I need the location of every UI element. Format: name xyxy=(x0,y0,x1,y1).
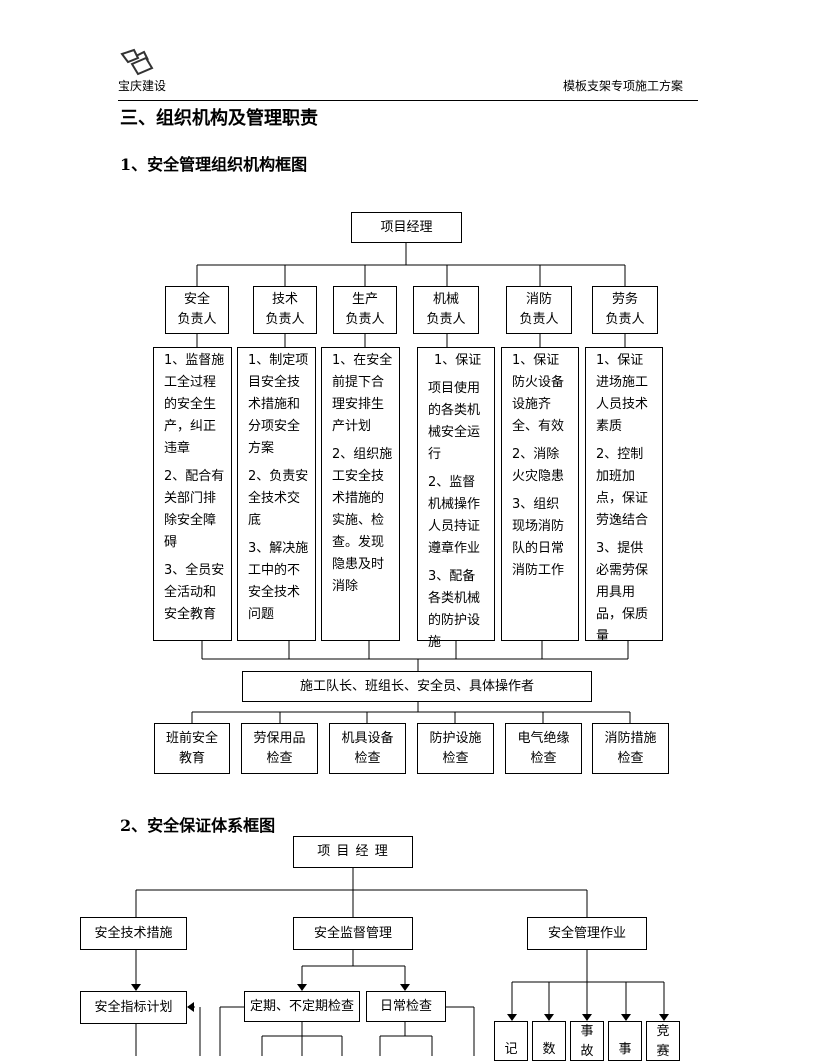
role-label-line2: 负责人 xyxy=(177,312,217,327)
role-box-fire: 消防 负责人 xyxy=(506,286,572,334)
check-box-ppe: 劳保用品 检查 xyxy=(241,723,318,774)
guarantee-supervision: 安全监督管理 xyxy=(293,917,413,950)
check-label-line1: 劳保用品 xyxy=(253,730,306,746)
workers-box: 施工队长、班组长、安全员、具体操作者 xyxy=(242,671,592,702)
role-label-line2: 负责人 xyxy=(519,312,559,327)
duty-item: 2、负责安全技术交底 xyxy=(248,469,309,528)
check-label-line2: 检查 xyxy=(354,750,381,766)
role-label-line2: 负责人 xyxy=(605,312,645,327)
check-label-line2: 检查 xyxy=(530,750,557,766)
guarantee-operation: 安全管理作业 xyxy=(527,917,647,950)
check-box-electrical: 电气绝缘 检查 xyxy=(505,723,582,774)
guarantee-index-plan: 安全指标计划 xyxy=(80,991,187,1024)
role-box-safety: 安全 负责人 xyxy=(165,286,229,334)
role-label-line1: 机械 xyxy=(432,292,459,307)
duty-list-fire: 1、保证防火设备设施齐全、有效 2、消除火灾隐患 3、组织现场消防队的日常消防工… xyxy=(501,347,579,641)
duty-item: 3、配备各类机械的防护设施 xyxy=(428,569,481,650)
role-label-line2: 负责人 xyxy=(345,312,385,327)
guarantee-op-item: 记 xyxy=(494,1021,528,1061)
duty-item: 1、保证进场施工人员技术素质 xyxy=(596,353,649,434)
check-box-preshift-education: 班前安全 教育 xyxy=(154,723,230,774)
duty-item: 项目使用的各类机械安全运行 xyxy=(428,381,481,462)
check-label-line1: 机具设备 xyxy=(341,730,394,746)
role-label-line1: 劳务 xyxy=(611,292,638,307)
duty-item: 3、组织现场消防队的日常消防工作 xyxy=(512,497,565,578)
duty-item: 2、控制加班加点，保证劳逸结合 xyxy=(596,447,649,528)
subsection-title-org-chart: 1、安全管理组织机构框图 xyxy=(120,155,308,174)
duty-item: 3、解决施工中的不安全技术问题 xyxy=(248,541,309,622)
duty-item: 1、保证 xyxy=(434,353,482,368)
role-box-labor: 劳务 负责人 xyxy=(592,286,658,334)
duty-item: 2、消除火灾隐患 xyxy=(512,447,565,484)
section-title: 三、组织机构及管理职责 xyxy=(120,108,318,129)
guarantee-tech-measures: 安全技术措施 xyxy=(80,917,187,950)
duty-item: 3、提供必需劳保用具用品，保质量 xyxy=(596,541,649,644)
duty-item: 1、制定项目安全技术措施和分项安全方案 xyxy=(248,353,309,456)
guarantee-top-project-manager: 项 目 经 理 xyxy=(293,836,413,868)
duty-item: 1、保证防火设备设施齐全、有效 xyxy=(512,353,565,434)
role-box-production: 生产 负责人 xyxy=(333,286,397,334)
check-label-line2: 检查 xyxy=(442,750,469,766)
guarantee-op-item: 事 xyxy=(608,1021,642,1061)
guarantee-op-item: 数 xyxy=(532,1021,566,1061)
role-label-line1: 技术 xyxy=(271,292,298,307)
check-label-line2: 检查 xyxy=(266,750,293,766)
check-label-line2: 教育 xyxy=(178,750,205,766)
duty-list-machinery: 1、保证 项目使用的各类机械安全运行 2、监督机械操作人员持证遵章作业 3、配备… xyxy=(417,347,495,650)
company-logo-icon xyxy=(120,48,154,76)
check-label-line1: 消防措施 xyxy=(604,730,657,746)
check-label-line1: 班前安全 xyxy=(165,730,218,746)
role-box-technical: 技术 负责人 xyxy=(253,286,317,334)
duty-item: 1、在安全前提下合理安排生产计划 xyxy=(332,353,393,434)
duty-item: 3、全员安全活动和安全教育 xyxy=(164,563,225,622)
duty-list-production: 1、在安全前提下合理安排生产计划 2、组织施工安全技术措施的实施、检查。发现隐患… xyxy=(321,347,400,641)
check-box-equipment: 机具设备 检查 xyxy=(329,723,406,774)
check-box-protection: 防护设施 检查 xyxy=(417,723,494,774)
company-name: 宝庆建设 xyxy=(118,79,167,93)
check-label-line1: 防护设施 xyxy=(429,730,482,746)
header-divider xyxy=(118,100,698,101)
role-box-machinery: 机械 负责人 xyxy=(413,286,479,334)
guarantee-periodic-check: 定期、不定期检查 xyxy=(244,991,360,1022)
role-label-line2: 负责人 xyxy=(265,312,305,327)
check-label-line1: 电气绝缘 xyxy=(517,730,570,746)
role-label-line1: 生产 xyxy=(351,292,378,307)
role-label-line1: 安全 xyxy=(183,292,210,307)
guarantee-op-item: 事故 xyxy=(570,1021,604,1061)
duty-item: 2、组织施工安全技术措施的实施、检查。发现隐患及时消除 xyxy=(332,447,393,594)
duty-list-technical: 1、制定项目安全技术措施和分项安全方案 2、负责安全技术交底 3、解决施工中的不… xyxy=(237,347,316,641)
org-top-project-manager: 项目经理 xyxy=(351,212,462,243)
duty-item: 2、监督机械操作人员持证遵章作业 xyxy=(428,475,481,556)
document-title: 模板支架专项施工方案 xyxy=(563,79,684,93)
duty-list-labor: 1、保证进场施工人员技术素质 2、控制加班加点，保证劳逸结合 3、提供必需劳保用… xyxy=(585,347,663,644)
duty-item: 2、配合有关部门排除安全障碍 xyxy=(164,469,225,550)
duty-list-safety: 1、监督施工全过程的安全生产，纠正违章 2、配合有关部门排除安全障碍 3、全员安… xyxy=(153,347,232,641)
subsection-title-guarantee-chart: 2、安全保证体系框图 xyxy=(120,816,276,835)
role-label-line1: 消防 xyxy=(525,292,552,307)
check-box-fire-measures: 消防措施 检查 xyxy=(592,723,669,774)
role-label-line2: 负责人 xyxy=(426,312,466,327)
guarantee-op-item: 竞赛 xyxy=(646,1021,680,1061)
guarantee-daily-check: 日常检查 xyxy=(366,991,446,1022)
check-label-line2: 检查 xyxy=(617,750,644,766)
duty-item: 1、监督施工全过程的安全生产，纠正违章 xyxy=(164,353,225,456)
